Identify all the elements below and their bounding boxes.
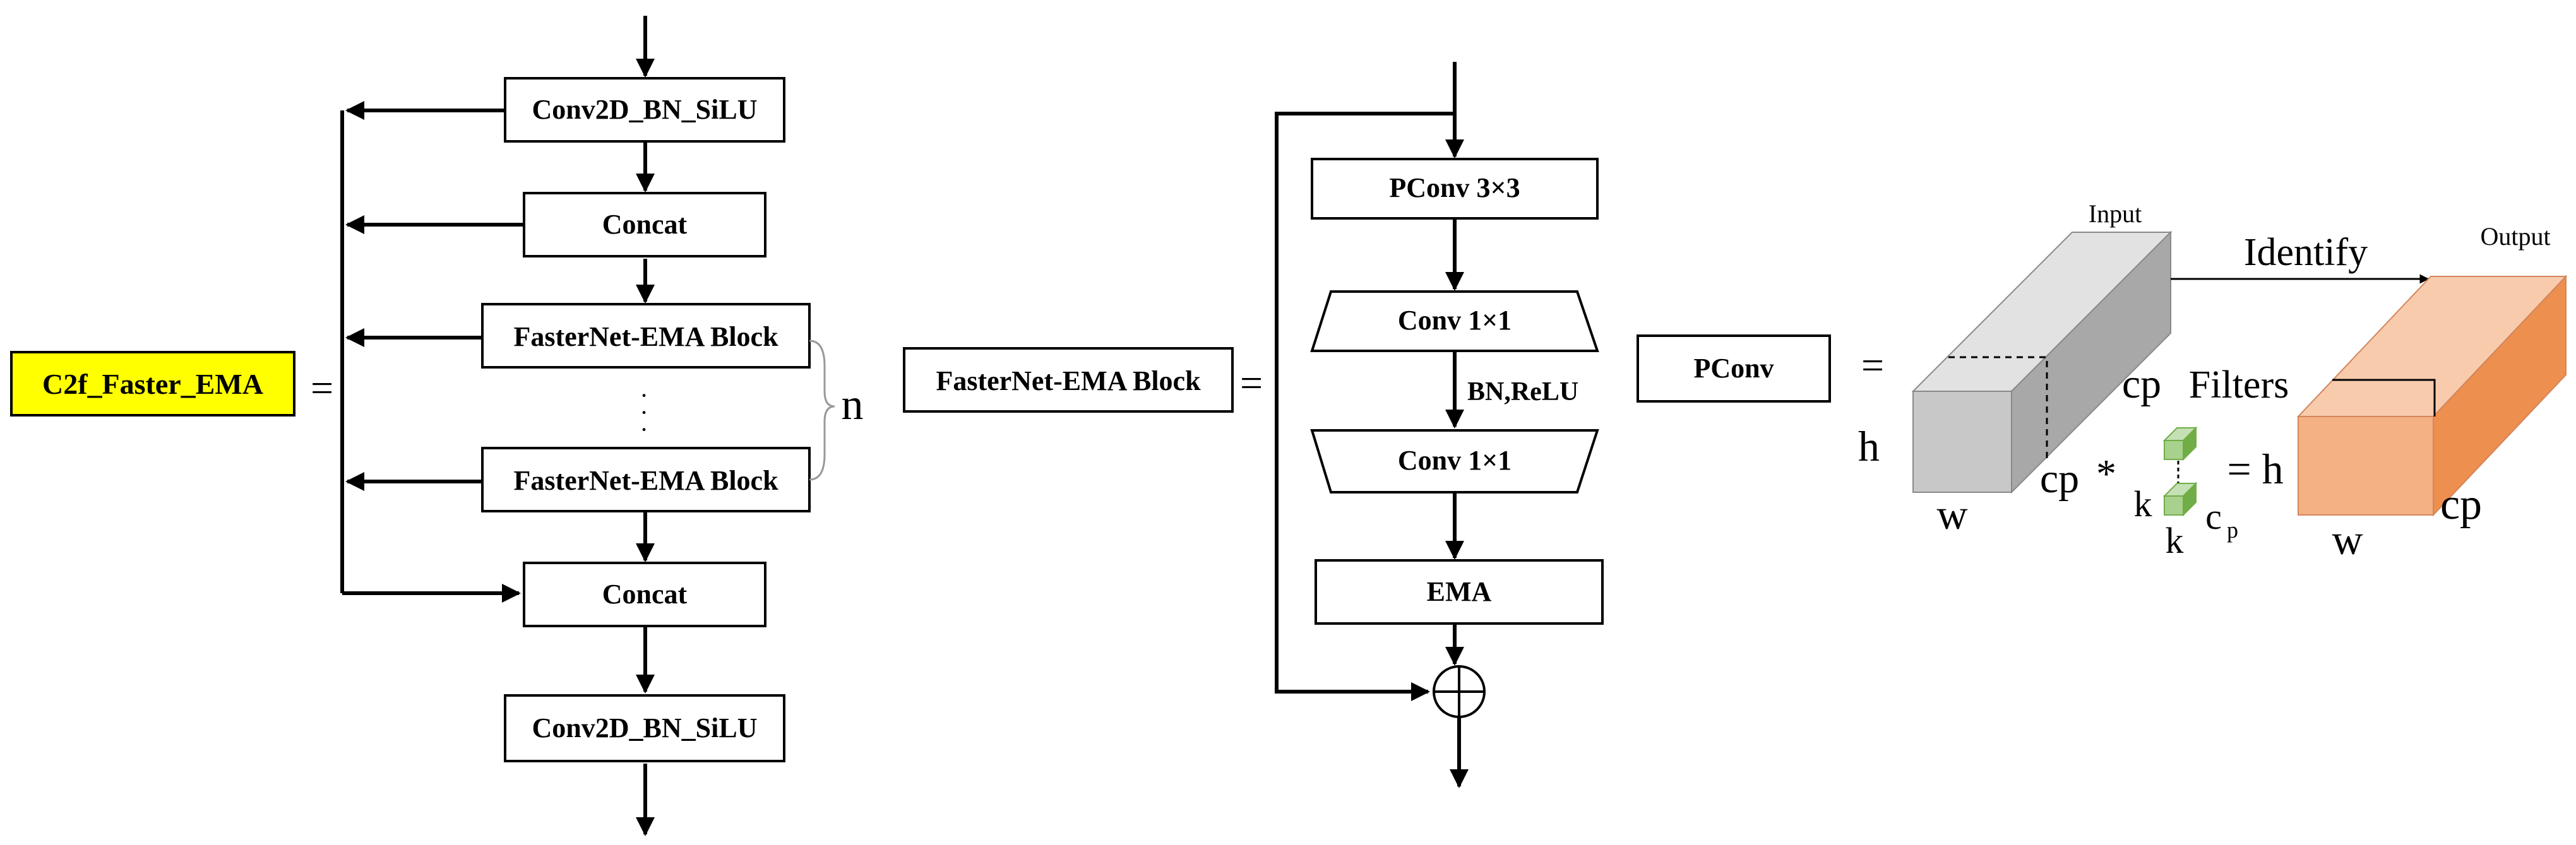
conv1x1-upper-shape (1310, 290, 1599, 352)
output-w-label: w (2332, 516, 2363, 564)
concat-top-label: Concat (602, 209, 688, 240)
input-title: Input (2089, 199, 2142, 228)
fasternet-label-box (903, 347, 1234, 413)
input-w-label: w (1936, 490, 1967, 538)
filter-cube-top (2162, 426, 2198, 461)
c2f-label-box (10, 351, 295, 417)
input-cp-top-label: cp (2122, 361, 2161, 407)
output-cp-label: cp (2440, 480, 2482, 529)
conv1x1-lower-label: Conv 1×1 (1398, 445, 1512, 476)
conv-bn-silu-top-box (504, 77, 785, 143)
conv1x1-upper-label: Conv 1×1 (1398, 305, 1512, 336)
fasternet-label: FasterNet-EMA Block (936, 365, 1201, 396)
pconv-3x3-label: PConv 3×3 (1389, 172, 1520, 203)
filter-cp-label: c (2205, 496, 2222, 537)
pconv-diagram: PConv = Input h w cp cp Identify Filters… (1637, 199, 2568, 564)
c2f-diagram: C2f_Faster_EMA = Conv2D_BN_SiLU Concat F… (10, 16, 864, 836)
concat-top-box (523, 192, 766, 257)
input-cp-bottom-label: cp (2040, 456, 2079, 502)
repeat-brace (809, 340, 835, 481)
fasternet-ema-block-1-label: FasterNet-EMA Block (513, 321, 778, 352)
c2f-label: C2f_Faster_EMA (42, 368, 263, 400)
c2f-equals: = (311, 365, 333, 410)
fasternet-ema-block-n-label: FasterNet-EMA Block (513, 465, 778, 496)
star-symbol: * (2096, 451, 2116, 496)
output-tensor (2296, 275, 2568, 517)
pconv-label: PConv (1693, 353, 1774, 384)
ellipsis-dot-2: · (640, 398, 648, 427)
conv-bn-silu-bottom-box (504, 694, 785, 762)
repeat-label: n (842, 381, 864, 429)
add-node (1433, 665, 1486, 718)
concat-bottom-label: Concat (602, 579, 688, 610)
identify-label: Identify (2244, 231, 2368, 274)
fasternet-block-diagram: FasterNet-EMA Block = PConv 3×3 Conv 1×1… (903, 62, 1604, 788)
fasternet-ema-block-n-box (481, 447, 811, 512)
pconv-equals: = (1861, 343, 1884, 387)
equals-h-label: = h (2227, 445, 2283, 493)
ellipsis-dot-3: · (640, 415, 648, 444)
filters-label: Filters (2189, 363, 2289, 406)
ema-box (1315, 559, 1604, 625)
ema-label: EMA (1427, 576, 1492, 607)
conv1x1-lower-shape (1310, 429, 1599, 493)
conv-bn-silu-top-label: Conv2D_BN_SiLU (532, 94, 758, 125)
filter-cp-subscript: p (2227, 517, 2238, 543)
bn-relu-label: BN,ReLU (1467, 377, 1578, 406)
fasternet-equals: = (1240, 360, 1263, 405)
input-tensor (1911, 230, 2173, 494)
output-title: Output (2480, 222, 2550, 251)
filter-k-bottom-label: k (2166, 520, 2184, 561)
filter-cube-bottom (2162, 482, 2198, 517)
input-h-label: h (1858, 422, 1880, 470)
fasternet-ema-block-1-box (481, 303, 811, 369)
filter-k-left-label: k (2134, 483, 2152, 524)
ellipsis-dot-1: · (640, 381, 648, 410)
pconv-label-box (1637, 334, 1831, 403)
conv-bn-silu-bottom-label: Conv2D_BN_SiLU (532, 712, 758, 743)
concat-bottom-box (523, 562, 766, 627)
